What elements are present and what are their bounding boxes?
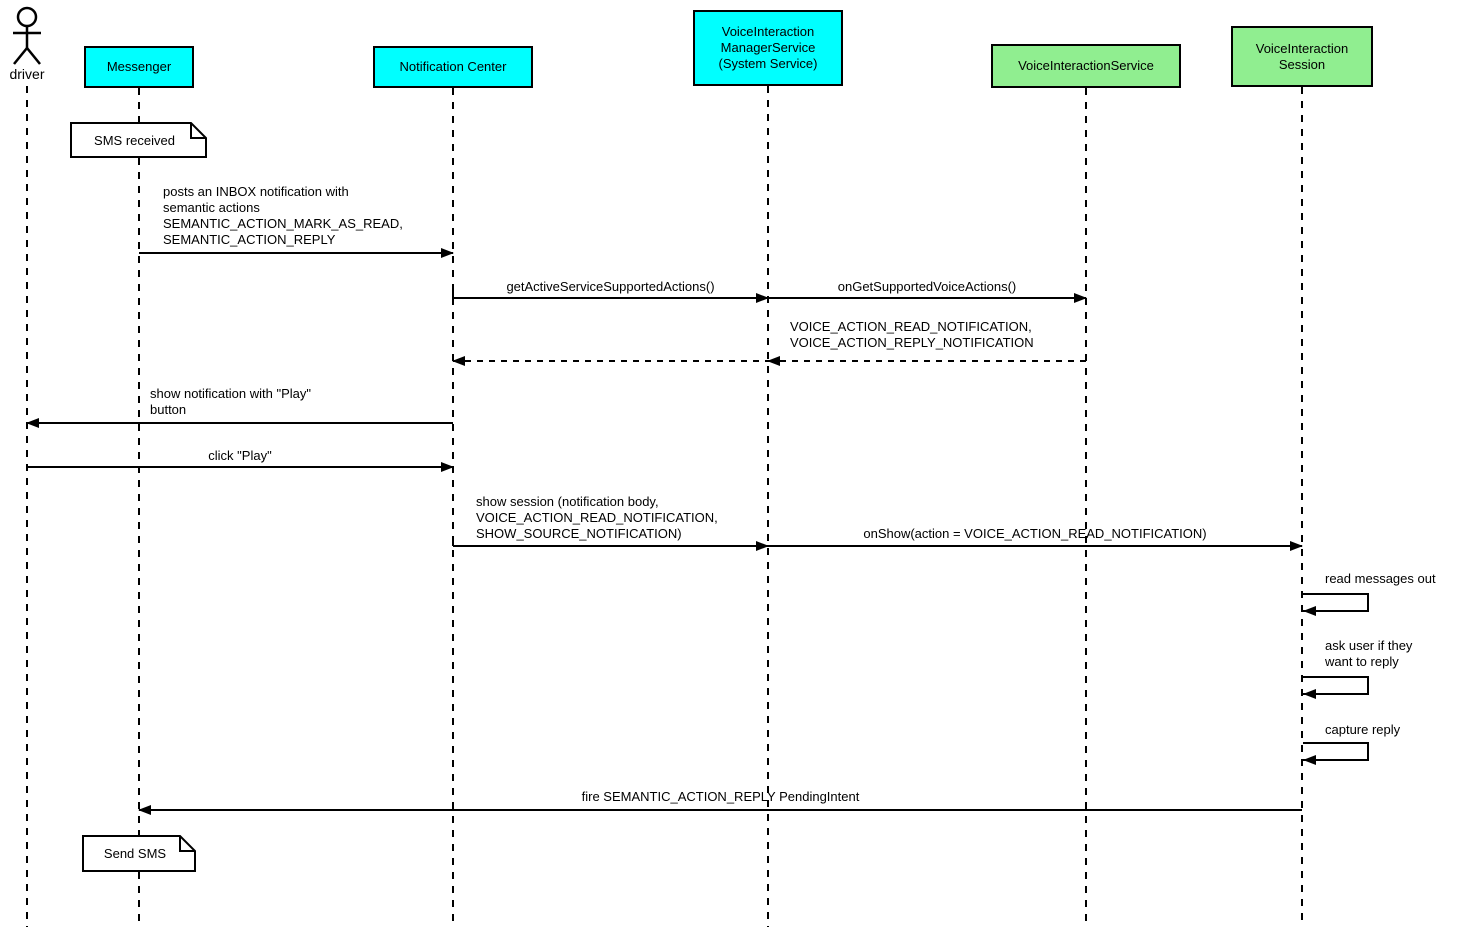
arrowhead-right-icon <box>441 248 454 258</box>
message-line: SEMANTIC_ACTION_MARK_AS_READ, <box>163 216 403 231</box>
participant-label: (System Service) <box>718 56 818 71</box>
participant-voice-interaction-session: VoiceInteraction Session <box>1231 26 1373 87</box>
message-line: VOICE_ACTION_READ_NOTIFICATION, <box>790 319 1032 334</box>
arrowhead-right-icon <box>1290 541 1303 551</box>
message-arrow-click-play <box>27 462 454 472</box>
message-arrow-on-show <box>768 541 1303 551</box>
arrowhead-right-icon <box>441 462 454 472</box>
arrowhead-left-icon <box>138 805 151 815</box>
message-line: show notification with "Play" <box>150 386 311 401</box>
connector-stub <box>452 536 454 546</box>
message-line: want to reply <box>1325 654 1399 669</box>
note-label: Send SMS <box>103 846 167 861</box>
participant-label: Messenger <box>106 59 172 74</box>
participant-label: VoiceInteractionService <box>1018 58 1154 73</box>
participant-label: VoiceInteraction <box>1255 40 1349 56</box>
message-label-show-session: show session (notification body, VOICE_A… <box>476 494 718 542</box>
arrowhead-left-icon <box>1303 689 1316 699</box>
participant-voice-interaction-manager-service: VoiceInteraction ManagerService (System … <box>693 10 843 86</box>
message-line: semantic actions <box>163 200 260 215</box>
note-shape <box>82 835 196 872</box>
note-shape <box>70 122 207 158</box>
message-label-post-inbox: posts an INBOX notification with semanti… <box>163 184 403 248</box>
message-arrow-show-notification-play <box>26 418 453 428</box>
arrowhead-right-icon <box>756 293 769 303</box>
message-label-return-supported-voice-actions: VOICE_ACTION_READ_NOTIFICATION, VOICE_AC… <box>790 319 1034 351</box>
lifeline-voice-interaction-service <box>1085 88 1087 927</box>
lifeline-voice-interaction-manager-service <box>767 86 769 927</box>
message-line: SEMANTIC_ACTION_REPLY <box>163 232 336 247</box>
self-message-loop-ask-user-reply <box>1303 676 1369 699</box>
message-label-show-notification-play: show notification with "Play" button <box>150 386 311 418</box>
message-label-read-messages-out: read messages out <box>1325 571 1436 586</box>
message-line: posts an INBOX notification with <box>163 184 349 199</box>
message-line: button <box>150 402 187 417</box>
actor-stick-figure-icon <box>13 6 41 65</box>
message-line: VOICE_ACTION_READ_NOTIFICATION, <box>476 510 718 525</box>
message-label-fire-pending-intent: fire SEMANTIC_ACTION_REPLY PendingIntent <box>581 789 860 804</box>
arrowhead-right-icon <box>1074 293 1087 303</box>
message-line: ask user if they <box>1325 638 1413 653</box>
message-label-get-active-service-supported-actions: getActiveServiceSupportedActions() <box>506 279 715 294</box>
note-send-sms: Send SMS <box>82 835 196 872</box>
participant-label: Notification Center <box>399 59 507 74</box>
arrowhead-left-icon <box>26 418 39 428</box>
participant-voice-interaction-service: VoiceInteractionService <box>991 44 1181 88</box>
message-arrow-on-get-supported-voice-actions <box>768 293 1087 303</box>
participant-label: VoiceInteraction <box>721 24 815 39</box>
arrowhead-right-icon <box>756 541 769 551</box>
message-arrow-get-active-service-supported-actions <box>453 293 769 303</box>
message-arrow-return-supported-voice-actions <box>767 356 1086 366</box>
message-label-capture-reply: capture reply <box>1325 722 1401 737</box>
participant-notification-center: Notification Center <box>373 46 533 88</box>
message-label-click-play: click "Play" <box>208 448 272 463</box>
message-arrow-return-to-notification-center <box>452 356 768 366</box>
message-label-on-get-supported-voice-actions: onGetSupportedVoiceActions() <box>837 279 1017 294</box>
message-line: SHOW_SOURCE_NOTIFICATION) <box>476 526 682 541</box>
message-arrow-fire-pending-intent <box>138 805 1302 815</box>
message-label-on-show: onShow(action = VOICE_ACTION_READ_NOTIFI… <box>863 526 1207 541</box>
message-line: show session (notification body, <box>476 494 659 509</box>
arrowhead-left-icon <box>1303 755 1316 765</box>
arrowhead-left-icon <box>1303 606 1316 616</box>
arrowhead-left-icon <box>767 356 780 366</box>
participant-label: ManagerService <box>720 40 816 55</box>
message-arrow-post-inbox <box>139 248 454 258</box>
self-message-loop-capture-reply <box>1303 742 1369 765</box>
participant-label: Session <box>1278 56 1326 72</box>
actor-label: driver <box>9 66 45 82</box>
arrowhead-left-icon <box>452 356 465 366</box>
connector-stub <box>452 286 454 298</box>
note-sms-received: SMS received <box>70 122 207 158</box>
note-label: SMS received <box>94 132 175 148</box>
message-label-ask-user-reply: ask user if they want to reply <box>1325 638 1412 670</box>
self-message-loop-read-messages-out <box>1303 593 1369 616</box>
lifeline-messenger <box>138 88 140 927</box>
participant-messenger: Messenger <box>84 46 194 88</box>
message-arrow-show-session <box>453 541 769 551</box>
message-line: VOICE_ACTION_REPLY_NOTIFICATION <box>790 335 1034 350</box>
lifeline-notification-center <box>452 88 454 927</box>
lifeline-driver <box>26 86 28 927</box>
lifeline-voice-interaction-session <box>1301 87 1303 927</box>
